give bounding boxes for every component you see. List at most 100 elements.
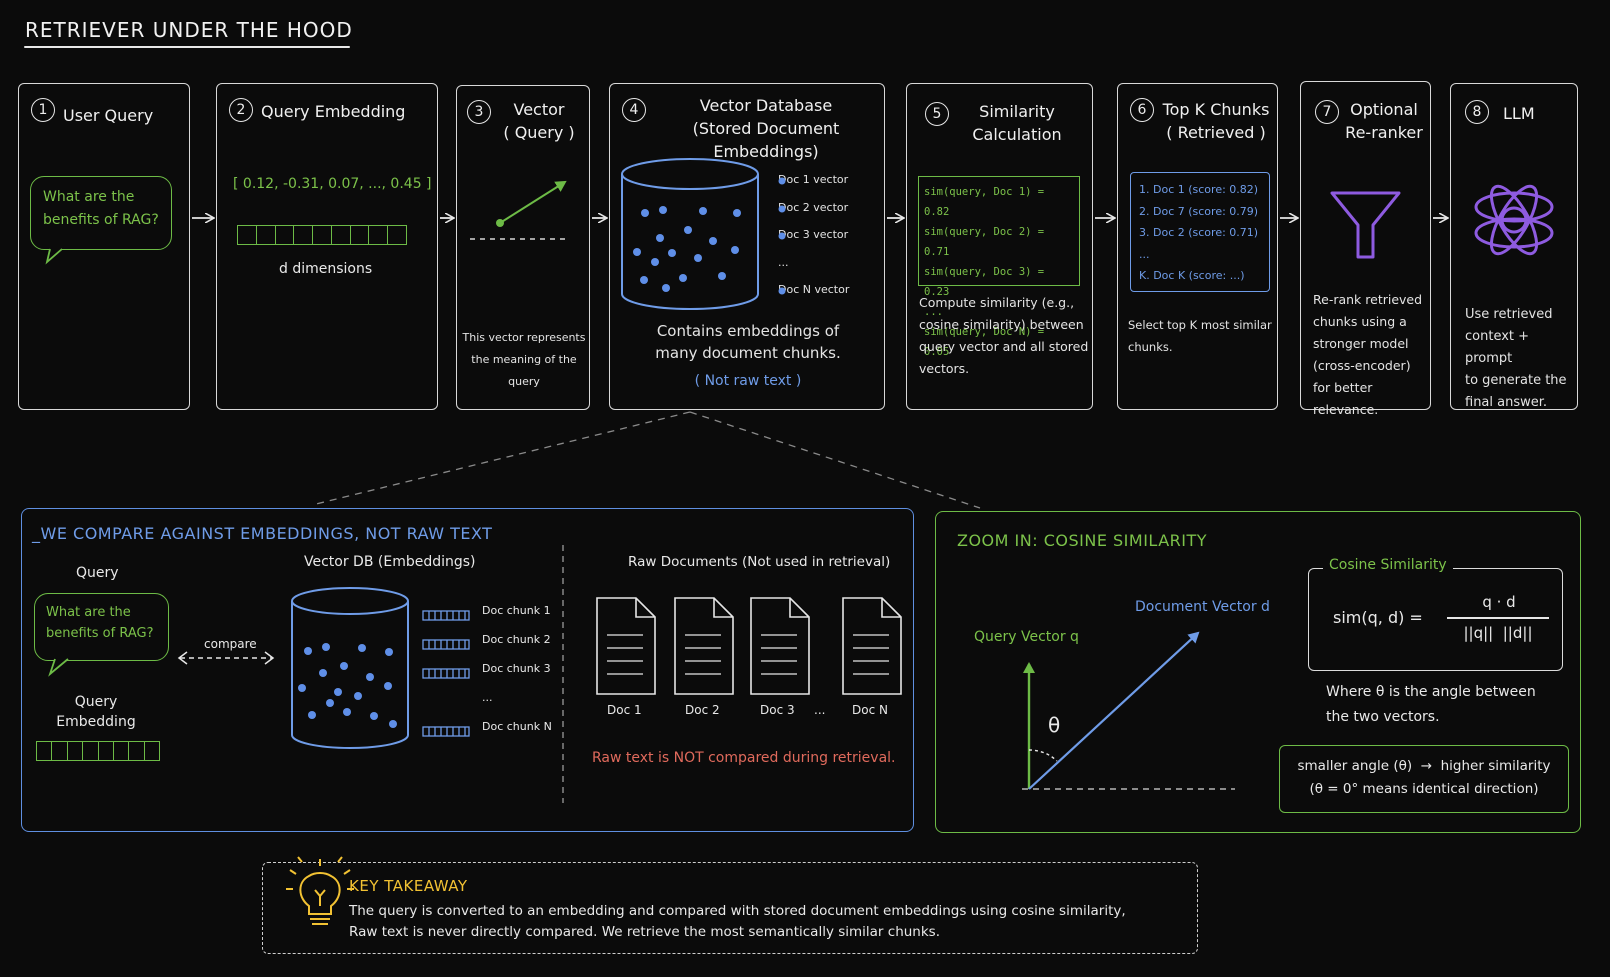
cosine-panel: ZOOM IN: COSINE SIMILARITY Query Vector … xyxy=(935,511,1581,833)
query-bubble: What are the benefits of RAG? xyxy=(30,176,172,250)
step-card-top-k: 6 Top K Chunks ( Retrieved ) 1. Doc 1 (s… xyxy=(1117,83,1278,410)
compare-arrow xyxy=(177,651,275,665)
step-title: LLM xyxy=(1503,104,1535,123)
step-card-vector: 3 Vector ( Query ) This vector represent… xyxy=(456,85,590,410)
step-title: Query Embedding xyxy=(261,102,406,121)
step-title: Vector Database (Stored Document Embeddi… xyxy=(650,94,882,163)
compare-embedding-dots xyxy=(298,643,397,728)
bubble-line: What are the xyxy=(43,189,135,205)
formula-denominator: ||q|| ||d|| xyxy=(1463,624,1533,642)
step-card-vector-database: 4 Vector Database (Stored Document Embed… xyxy=(609,83,885,410)
top-k-list: 1. Doc 1 (score: 0.82)2. Doc 7 (score: 0… xyxy=(1130,172,1270,292)
bubble-tail xyxy=(48,658,69,677)
raw-doc-label: Doc 1 xyxy=(607,703,642,717)
title-line: Top K Chunks xyxy=(1162,100,1270,119)
raw-doc-label: Doc 3 xyxy=(760,703,795,717)
formula-lhs: sim(q, d) = xyxy=(1333,608,1423,627)
raw-doc-label: Doc 2 xyxy=(685,703,720,717)
step-title: Optional Re-ranker xyxy=(1339,98,1429,144)
query-vector-label: Query Vector q xyxy=(974,629,1079,645)
embedding-vector: [ 0.12, -0.31, 0.07, ..., 0.45 ] xyxy=(233,176,432,192)
compare-panel-title: _WE COMPARE AGAINST EMBEDDINGS, NOT RAW … xyxy=(32,524,493,543)
step-number: 2 xyxy=(229,98,253,122)
step-number: 3 xyxy=(467,100,491,124)
raw-document-icons xyxy=(596,597,902,695)
raw-doc-label: Doc N xyxy=(852,703,888,717)
step-title: Top K Chunks ( Retrieved ) xyxy=(1156,98,1276,144)
raw-doc-label: ... xyxy=(814,703,826,717)
title-line: Vector Database xyxy=(699,96,833,115)
title-line: Calculation xyxy=(972,125,1062,144)
theta-label: θ xyxy=(1048,713,1061,737)
title-line: Re-ranker xyxy=(1345,123,1423,142)
vector-db-label: Vector DB (Embeddings) xyxy=(304,554,476,570)
bubble-tail xyxy=(45,248,63,265)
key-takeaway-heading: KEY TAKEAWAY xyxy=(349,877,468,895)
formula-numerator: q · d xyxy=(1482,593,1516,611)
step-number: 6 xyxy=(1130,98,1154,122)
document-vector-label: Document Vector d xyxy=(1135,599,1270,615)
step-number: 1 xyxy=(31,98,55,122)
step-number: 7 xyxy=(1315,100,1339,124)
chunk-bars xyxy=(422,610,470,737)
cosine-panel-title: ZOOM IN: COSINE SIMILARITY xyxy=(957,531,1208,550)
step-number: 5 xyxy=(925,102,949,126)
title-line: Vector xyxy=(513,100,565,119)
query-embedding-cells xyxy=(36,741,160,761)
key-takeaway-box: KEY TAKEAWAY The query is converted to a… xyxy=(262,862,1198,954)
lightbulb-icon xyxy=(286,856,354,925)
step-title: Vector ( Query ) xyxy=(493,98,585,144)
compare-label: compare xyxy=(204,637,257,651)
title-line: (Stored Document Embeddings) xyxy=(692,119,840,161)
bubble-line: benefits of RAG? xyxy=(43,212,159,228)
compare-db-cylinder-icon xyxy=(291,587,409,749)
step-number: 8 xyxy=(1465,100,1489,124)
step-number: 4 xyxy=(622,98,646,122)
title-line: ( Retrieved ) xyxy=(1166,123,1266,142)
formula-title: Cosine Similarity xyxy=(1323,557,1453,573)
zoom-connector xyxy=(311,411,981,509)
fraction-bar xyxy=(1447,617,1549,619)
embedding-dots xyxy=(633,206,741,292)
embedding-cells xyxy=(237,225,407,245)
compare-panel: _WE COMPARE AGAINST EMBEDDINGS, NOT RAW … xyxy=(21,508,914,832)
doc-vector-bullets xyxy=(778,177,786,295)
page-title: RETRIEVER UNDER THE HOOD xyxy=(25,18,353,42)
dimension-caption: d dimensions xyxy=(279,261,373,277)
similarity-rule-box: smaller angle (θ) → higher similarity(θ … xyxy=(1279,745,1569,813)
llm-knot-icon xyxy=(1474,184,1554,256)
step-card-user-query: 1 User Query What are the benefits of RA… xyxy=(18,83,190,410)
query-vector-sketch xyxy=(470,180,570,240)
raw-text-warning: Raw text is NOT compared during retrieva… xyxy=(592,750,896,766)
title-underline xyxy=(24,46,350,48)
step-description: Compute similarity (e.g.,cosine similari… xyxy=(919,295,1089,376)
title-line: ( Query ) xyxy=(503,123,575,142)
cosine-vectors xyxy=(1022,631,1235,790)
step-title: Similarity Calculation xyxy=(947,100,1087,146)
key-takeaway-text: The query is converted to an embedding a… xyxy=(349,903,1126,940)
funnel-icon xyxy=(1330,191,1401,259)
formula-box: Cosine Similarity sim(q, d) = q · d ||q|… xyxy=(1308,557,1563,671)
not-raw-text-note: ( Not raw text ) xyxy=(694,373,802,389)
step-card-query-embedding: 2 Query Embedding [ 0.12, -0.31, 0.07, .… xyxy=(216,83,438,410)
query-label: Query xyxy=(76,565,119,581)
raw-documents-label: Raw Documents (Not used in retrieval) xyxy=(628,554,891,570)
step-card-similarity: 5 Similarity Calculation sim(query, Doc … xyxy=(906,83,1093,410)
title-line: Optional xyxy=(1350,100,1418,119)
step-title: User Query xyxy=(63,106,154,125)
title-line: Similarity xyxy=(979,102,1055,121)
